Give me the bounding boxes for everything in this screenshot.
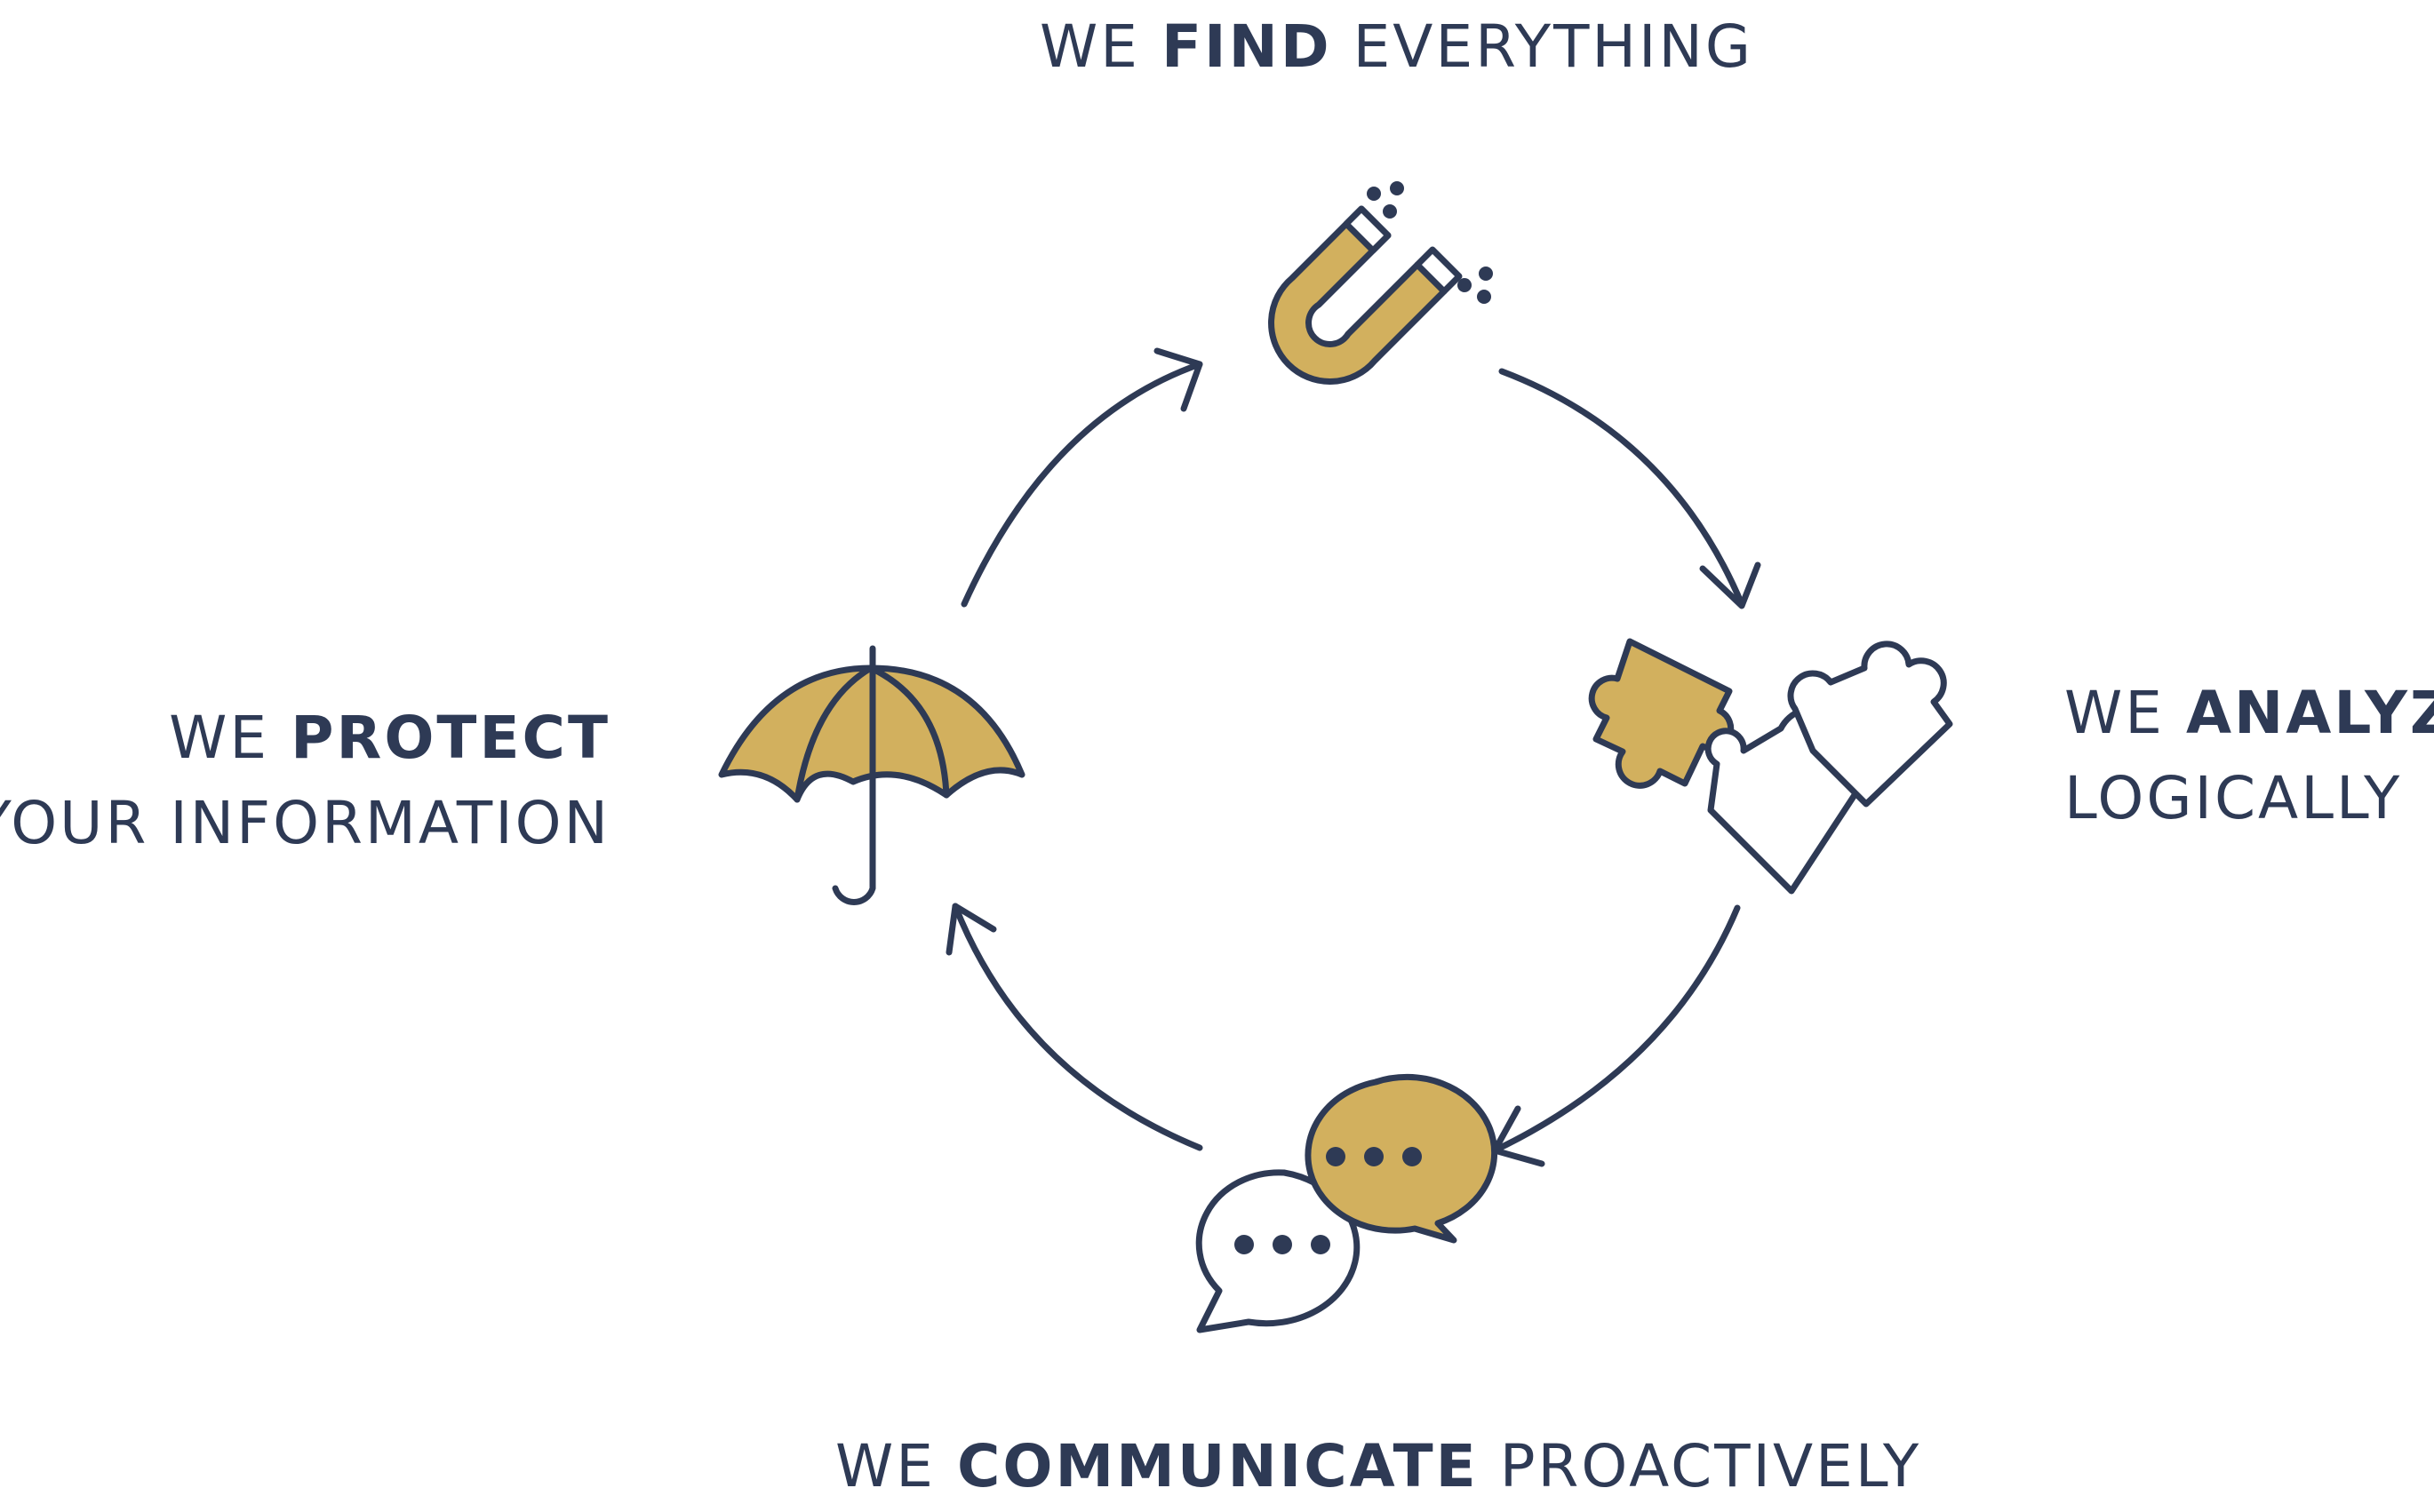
step-label-analyze: WE ANALYZE LOGICALLY: [2064, 684, 2434, 828]
find-keyword: FIND: [1161, 12, 1332, 81]
protect-line2: YOUR INFORMATION: [0, 789, 610, 857]
step-label-communicate: WE COMMUNICATE PROACTIVELY: [835, 1437, 1921, 1496]
umbrella-icon: [718, 645, 1025, 905]
analyze-prefix: WE: [2064, 679, 2165, 747]
puzzle-pieces-icon: [1588, 638, 1953, 895]
arrow-protect-to-find: [961, 347, 1203, 608]
magnet-icon: [1268, 181, 1493, 385]
speech-bubbles-icon: [1195, 1073, 1497, 1333]
step-label-protect: WE PROTECT YOUR INFORMATION: [0, 709, 610, 853]
step-label-find: WE FIND EVERYTHING: [1040, 18, 1753, 76]
find-prefix: WE: [1040, 12, 1140, 81]
protect-prefix: WE: [169, 704, 270, 772]
communicate-prefix: WE: [835, 1432, 936, 1500]
find-suffix: EVERYTHING: [1353, 12, 1754, 81]
arrow-find-to-analyze: [1498, 368, 1761, 609]
analyze-keyword: ANALYZE: [2185, 679, 2434, 747]
analyze-line2: LOGICALLY: [2064, 764, 2403, 832]
protect-keyword: PROTECT: [291, 704, 610, 772]
arrow-analyze-to-communicate: [1491, 904, 1741, 1167]
communicate-suffix: PROACTIVELY: [1499, 1432, 1922, 1500]
communicate-keyword: COMMUNICATE: [956, 1432, 1479, 1500]
arrow-communicate-to-protect: [946, 903, 1203, 1151]
